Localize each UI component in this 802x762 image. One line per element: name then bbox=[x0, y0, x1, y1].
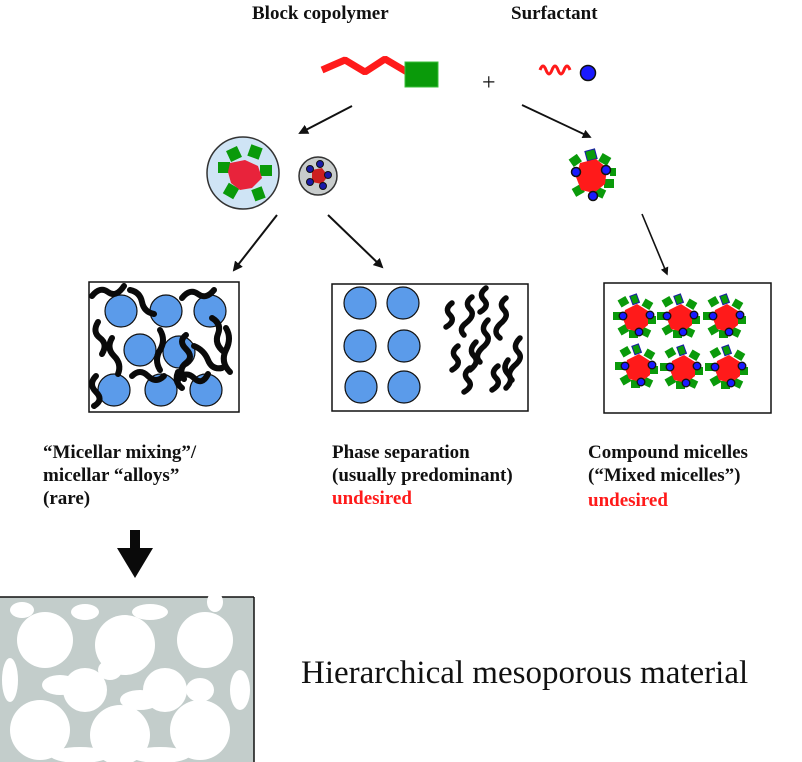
surfactant-label: Surfactant bbox=[511, 3, 598, 24]
caption-line: Phase separation bbox=[332, 442, 470, 463]
hierarchical-material-label: Hierarchical mesoporous material bbox=[301, 655, 749, 691]
compound-micelle bbox=[657, 293, 700, 338]
compound-micelle-icon bbox=[568, 148, 616, 202]
arrow-to-hierarchical-material bbox=[117, 530, 153, 578]
compound-micelles-caption: Compound micelles (“Mixed micelles”) und… bbox=[588, 441, 748, 512]
caption-line: (“Mixed micelles”) bbox=[588, 465, 741, 486]
plus-sign: + bbox=[482, 70, 496, 96]
micellar-mixing-box bbox=[88, 281, 240, 413]
arrow-to-compound-micelles-box bbox=[641, 213, 669, 276]
caption-line: (rare) bbox=[43, 488, 91, 509]
block-copolymer-icon bbox=[320, 55, 439, 88]
caption-line: “Micellar mixing”/ bbox=[43, 442, 197, 463]
compound-micelle bbox=[613, 293, 656, 338]
undesired-label: undesired bbox=[588, 490, 668, 511]
undesired-label: undesired bbox=[332, 488, 412, 509]
compound-micelles-box bbox=[603, 282, 772, 414]
phase-separation-box bbox=[331, 283, 529, 412]
caption-line: (usually predominant) bbox=[332, 465, 513, 486]
compound-micelle bbox=[703, 293, 746, 338]
micellar-mixing-caption: “Micellar mixing”/ micellar “alloys” (ra… bbox=[43, 441, 196, 510]
caption-line: Compound micelles bbox=[588, 442, 748, 463]
compound-micelle bbox=[660, 344, 703, 389]
hierarchical-material-image bbox=[0, 592, 255, 762]
compound-micelle bbox=[705, 344, 748, 389]
block-copolymer-micelle-icon bbox=[206, 136, 280, 210]
phase-separation-caption: Phase separation (usually predominant) u… bbox=[332, 441, 513, 510]
caption-line: micellar “alloys” bbox=[43, 465, 180, 486]
arrow-to-micellar-mixing bbox=[232, 214, 278, 272]
surfactant-icon bbox=[538, 64, 597, 82]
surfactant-micelle-icon bbox=[298, 156, 338, 196]
block-copolymer-label: Block copolymer bbox=[252, 3, 389, 24]
compound-micelle bbox=[615, 343, 658, 388]
arrow-to-phase-separation bbox=[327, 214, 384, 269]
arrow-to-separate-micelles bbox=[298, 105, 353, 134]
arrow-to-compound-micelle bbox=[521, 104, 592, 139]
